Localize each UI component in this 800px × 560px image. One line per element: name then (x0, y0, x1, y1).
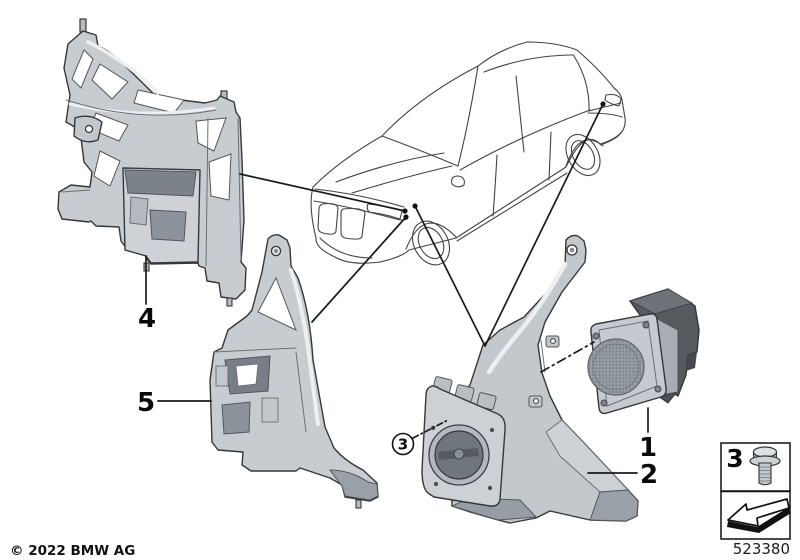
copyright: © 2022 BMW AG (10, 543, 135, 559)
callout-2[interactable]: 2 (640, 460, 658, 490)
location-dots (402, 101, 606, 220)
installation-direction-arrow-icon (727, 498, 791, 533)
bracket-part-4[interactable] (57, 18, 247, 307)
mounting-pin (355, 499, 362, 509)
sound-generator-part-1[interactable] (587, 288, 700, 415)
circled-callout-3[interactable]: 3 (391, 432, 415, 456)
mount-bracket-part-2[interactable] (421, 234, 639, 524)
flange-bolt-icon (749, 446, 781, 486)
car-outline (310, 41, 626, 266)
dash-dot-leader (412, 419, 449, 439)
doc-number: 523380 (733, 540, 790, 558)
fastener-box-callout-3: 3 (726, 444, 743, 473)
leader-lines (145, 103, 649, 474)
bracket-part-5[interactable] (209, 234, 379, 509)
fastener-box[interactable]: 3 (720, 442, 791, 540)
callout-1[interactable]: 1 (639, 433, 657, 463)
assembly-axis-line (540, 341, 595, 373)
mounting-pin (226, 297, 233, 307)
mounting-pin (79, 18, 87, 33)
callout-4[interactable]: 4 (138, 304, 156, 334)
callout-5[interactable]: 5 (137, 388, 155, 418)
circled-callout-3-label: 3 (398, 436, 408, 454)
